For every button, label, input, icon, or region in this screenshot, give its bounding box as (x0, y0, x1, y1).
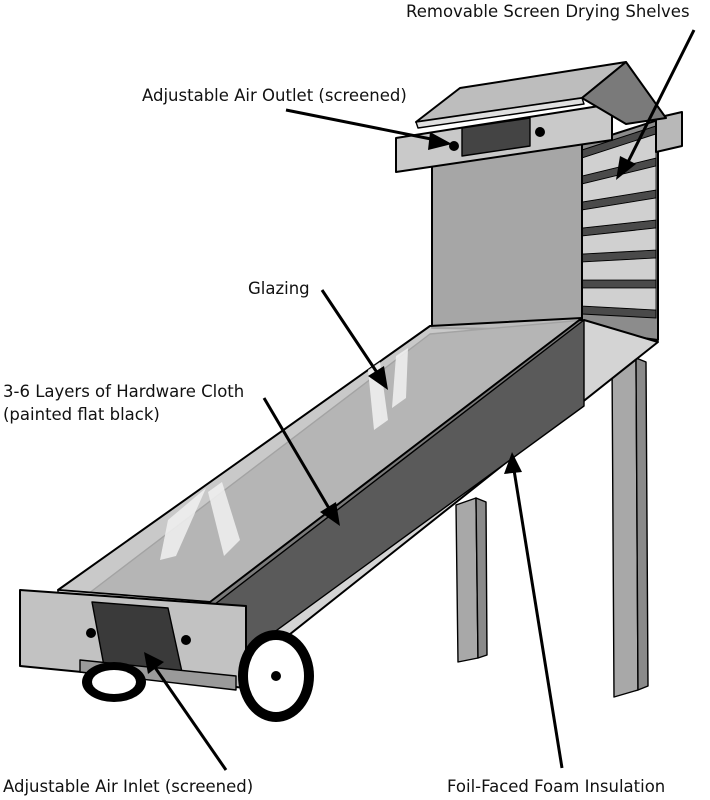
shelves-arrow-head (616, 156, 636, 180)
shelf-highlights (581, 133, 657, 311)
chamber-front-wall (431, 141, 583, 331)
mid-leg-side (475, 497, 488, 659)
outlet-bolt-right (535, 127, 545, 137)
glazing-reflections (160, 348, 408, 560)
inlet-opening (91, 601, 183, 673)
callout-arrows (144, 29, 696, 771)
shelf-face (581, 287, 657, 311)
glazing-arrow-head (368, 366, 388, 390)
inlet-arrow-head (144, 652, 164, 674)
inlet-bolt-left (86, 628, 96, 638)
label-removable-shelves: Removable Screen Drying Shelves (406, 2, 690, 21)
glazing-arrow-line (320, 289, 380, 375)
support-legs (455, 357, 649, 698)
foam-arrow-head (504, 452, 522, 474)
rear-leg-right (611, 357, 639, 698)
label-hardware-cloth-line1: 3-6 Layers of Hardware Cloth (3, 382, 244, 401)
label-foam-insulation: Foil-Faced Foam Insulation (447, 777, 665, 796)
label-glazing: Glazing (248, 279, 310, 298)
solar-collector (19, 317, 659, 691)
outlet-opening (461, 117, 531, 157)
rear-leg-right-side (635, 357, 649, 691)
reflection (392, 348, 408, 408)
wheels (82, 630, 314, 722)
outlet-bolt-left (449, 141, 459, 151)
label-air-outlet: Adjustable Air Outlet (screened) (142, 86, 407, 105)
shelf-face (581, 257, 657, 281)
shelf (581, 279, 657, 289)
labels: Removable Screen Drying Shelves Adjustab… (3, 2, 690, 796)
inlet-bolt-right (181, 635, 191, 645)
roof-side (581, 61, 667, 125)
roof-edge (415, 97, 585, 129)
inlet-arrow-line (152, 665, 228, 771)
wheel-left-rim (92, 670, 136, 694)
foam-arrow-line (512, 469, 564, 769)
label-air-inlet: Adjustable Air Inlet (screened) (3, 777, 253, 796)
label-hardware-cloth-line2: (painted flat black) (3, 405, 160, 424)
shelves-arrow-line (624, 29, 696, 167)
outlet-arrow-line (285, 108, 437, 142)
hardware-cloth-arrow-head (320, 502, 340, 526)
mid-leg (455, 497, 479, 663)
outlet-side-flap (655, 111, 683, 153)
reflection (160, 488, 206, 560)
drying-chamber (395, 61, 683, 341)
reflection (208, 482, 240, 556)
wheel-right-hub (271, 671, 281, 681)
hardware-cloth-arrow-line (262, 397, 332, 511)
outlet-arrow-head (428, 132, 452, 150)
